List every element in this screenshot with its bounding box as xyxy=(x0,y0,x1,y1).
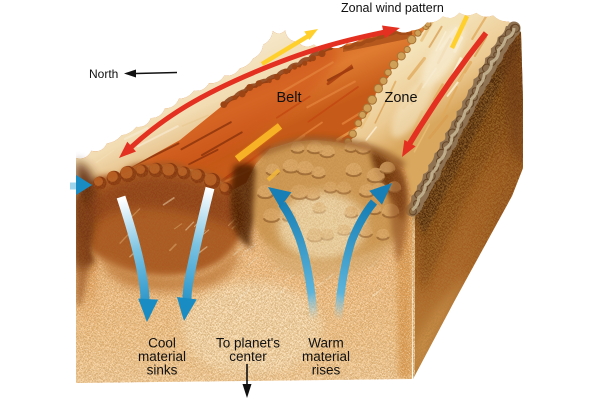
svg-text:Zone: Zone xyxy=(384,90,417,106)
svg-text:sinks: sinks xyxy=(147,363,178,378)
svg-text:Zonal wind pattern: Zonal wind pattern xyxy=(341,1,444,15)
svg-text:To planet's: To planet's xyxy=(216,336,280,351)
svg-text:center: center xyxy=(229,349,267,364)
svg-text:Belt: Belt xyxy=(277,90,302,106)
svg-text:material: material xyxy=(302,349,350,364)
svg-text:Cool: Cool xyxy=(148,336,176,351)
svg-text:rises: rises xyxy=(312,363,341,378)
svg-text:Warm: Warm xyxy=(308,336,344,351)
svg-text:material: material xyxy=(138,349,186,364)
svg-text:North: North xyxy=(89,67,118,81)
